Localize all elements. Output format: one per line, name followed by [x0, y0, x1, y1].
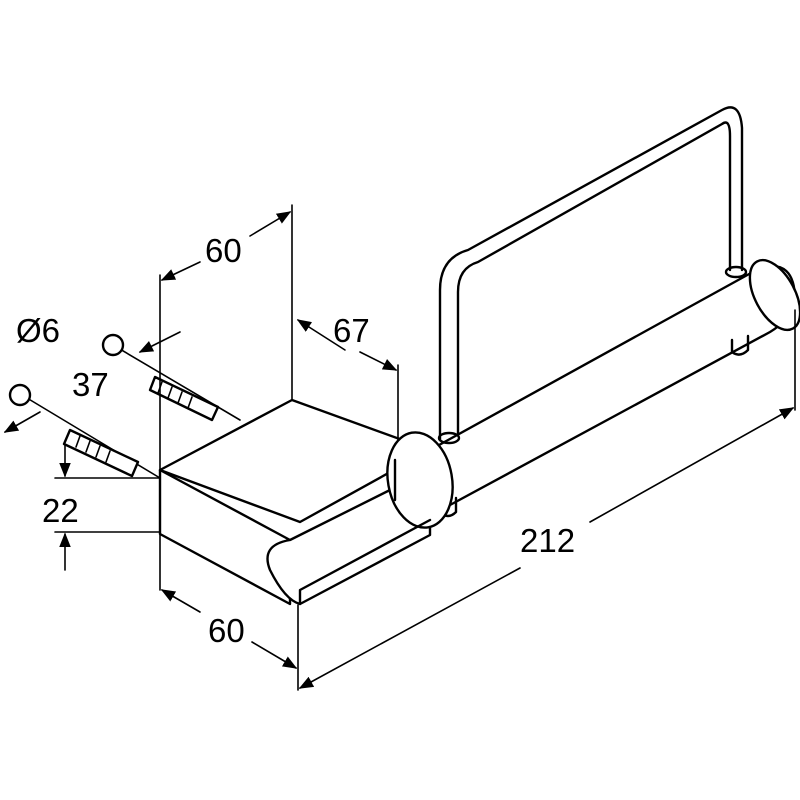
wall-plate: [158, 398, 454, 606]
dim-height: 22: [42, 492, 79, 529]
dim-depth-top: 60: [205, 232, 242, 269]
wire-loop: [438, 106, 744, 442]
dim-depth-bottom: 60: [208, 612, 245, 649]
spindle: [428, 258, 800, 518]
dimension-lines: [3, 211, 795, 689]
dim-screw-spacing: 37: [72, 366, 109, 403]
extension-lines: [54, 204, 796, 691]
screw-upper: [101, 333, 241, 422]
dim-length: 212: [520, 522, 575, 559]
screw-lower: [8, 383, 161, 479]
dim-diameter: Ø6: [16, 312, 60, 349]
dim-projection: 67: [333, 312, 370, 349]
